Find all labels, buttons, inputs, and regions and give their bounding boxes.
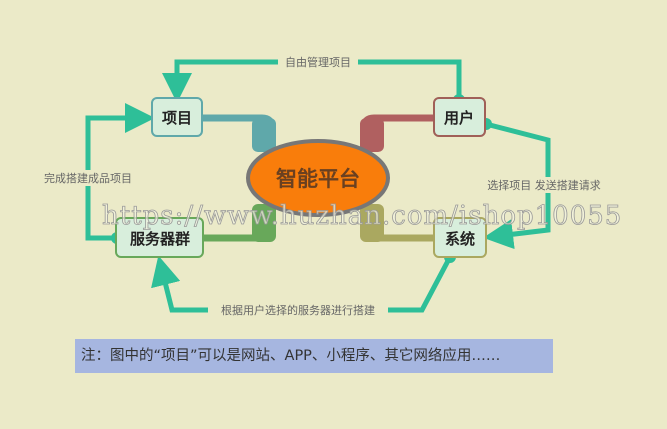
connector-user-block (360, 118, 384, 152)
node-system-label: 系统 (445, 230, 475, 248)
node-system: 系统 (433, 217, 487, 258)
center-label: 智能平台 (276, 167, 360, 191)
note-box: 注：图中的“项目”可以是网站、APP、小程序、其它网络应用…… (75, 339, 553, 373)
node-project-label: 项目 (162, 109, 192, 127)
node-user-label: 用户 (444, 109, 474, 127)
connector-servers-block (252, 204, 276, 242)
edge-label-request: 选择项目 发送搭建请求 (487, 178, 601, 192)
node-servers: 服务器群 (115, 217, 204, 258)
node-servers-label: 服务器群 (130, 230, 190, 248)
node-project: 项目 (151, 97, 203, 137)
connector-system-block (360, 204, 384, 242)
edge-label-complete: 完成搭建成品项目 (44, 171, 132, 185)
edge-label-manage: 自由管理项目 (285, 55, 351, 69)
edge-label-build: 根据用户选择的服务器进行搭建 (221, 303, 375, 317)
center-node: 智能平台 (246, 139, 390, 217)
node-user: 用户 (433, 97, 486, 137)
watermark: https://www.huzhan.com/ishop10055 (102, 201, 622, 231)
connector-project-block (252, 118, 276, 152)
